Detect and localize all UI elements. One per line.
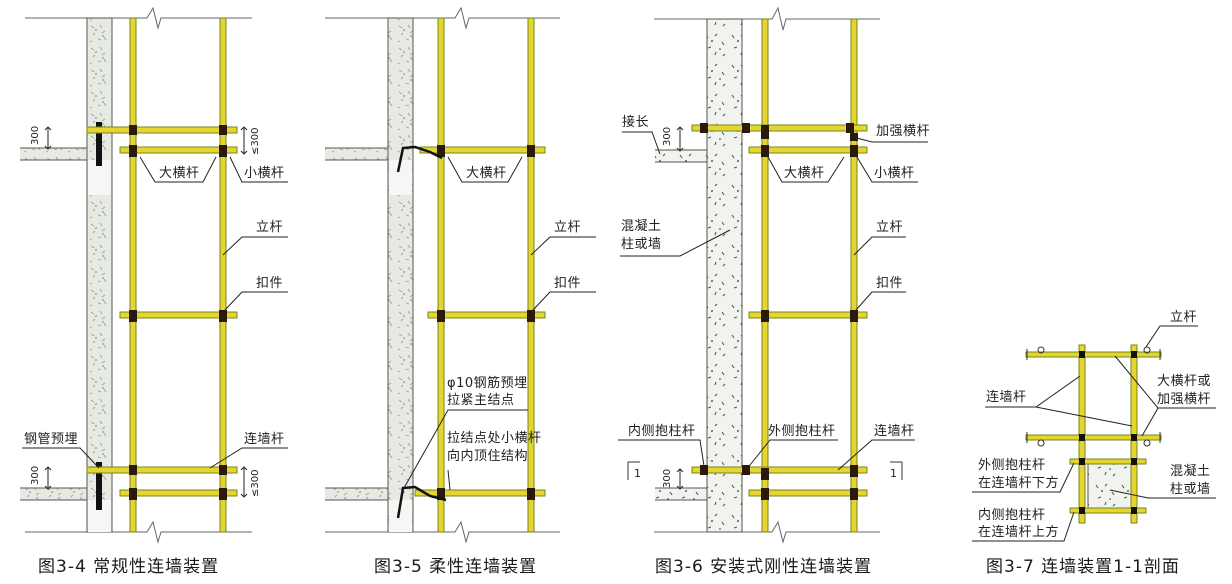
label-rebar-tighten: 拉紧主结点 <box>447 393 515 408</box>
label-inner-clamp: 内侧抱柱杆 <box>978 508 1046 523</box>
label-column-or-wall: 柱或墙 <box>1170 482 1211 497</box>
label-small-crossbar: 小横杆 <box>244 166 285 181</box>
label-coupler: 扣件 <box>554 276 582 291</box>
label-concrete: 混凝土 <box>621 219 662 234</box>
label-upright: 立杆 <box>256 220 284 235</box>
label-rebar-embed: φ10钢筋预埋 <box>447 376 528 391</box>
label-upright: 立杆 <box>1170 310 1198 325</box>
label-outer-clamp: 外侧抱柱杆 <box>978 458 1046 473</box>
label-big-crossbar: 大横杆 <box>466 166 507 181</box>
caption-fig-3-6: 图3-6 安装式刚性连墙装置 <box>655 557 873 577</box>
label-reinforce-crossbar: 加强横杆 <box>1157 392 1212 407</box>
section-mark-right: 1 <box>890 467 898 480</box>
label-inner-clamp: 内侧抱柱杆 <box>628 424 696 439</box>
label-upright: 立杆 <box>554 220 582 235</box>
dimension-le-300: ≤300 <box>250 469 261 497</box>
label-wall-tie: 连墙杆 <box>244 432 285 447</box>
label-coupler: 扣件 <box>256 276 284 291</box>
dimension-300: 300 <box>662 126 673 146</box>
label-small-crossbar: 小横杆 <box>874 166 915 181</box>
caption-fig-3-5: 图3-5 柔性连墙装置 <box>374 557 538 577</box>
figure-3-4 <box>20 6 288 544</box>
label-embedded-pipe: 钢管预埋 <box>24 432 79 447</box>
label-coupler: 扣件 <box>876 276 904 291</box>
label-below-wall-tie: 在连墙杆下方 <box>978 476 1060 491</box>
label-concrete: 混凝土 <box>1170 464 1211 479</box>
dimension-le-300: ≤300 <box>250 127 261 155</box>
label-column-or-wall: 柱或墙 <box>621 237 662 252</box>
figure-3-7 <box>972 325 1216 542</box>
label-reinforce-crossbar: 加强横杆 <box>876 124 931 139</box>
label-tie-small-crossbar: 拉结点处小横杆 <box>447 431 542 446</box>
figure-3-6 <box>618 6 928 544</box>
label-big-crossbar: 大横杆 <box>159 166 200 181</box>
caption-fig-3-7: 图3-7 连墙装置1-1剖面 <box>986 557 1180 577</box>
label-outer-clamp: 外侧抱柱杆 <box>768 424 836 439</box>
label-above-wall-tie: 在连墙杆上方 <box>978 525 1060 540</box>
label-big-crossbar: 大横杆 <box>784 166 825 181</box>
label-crossbar-or: 大横杆或 <box>1157 374 1212 389</box>
dimension-300: 300 <box>30 465 41 485</box>
section-mark-left: 1 <box>634 467 642 480</box>
dimension-300: 300 <box>30 125 41 145</box>
figure-3-5 <box>325 6 596 544</box>
label-wall-tie: 连墙杆 <box>986 390 1027 405</box>
label-upright: 立杆 <box>876 220 904 235</box>
label-wall-tie: 连墙杆 <box>874 424 915 439</box>
caption-fig-3-4: 图3-4 常规性连墙装置 <box>38 557 220 577</box>
label-tie-push-structure: 向内顶住结构 <box>447 449 529 464</box>
dimension-300: 300 <box>662 468 673 488</box>
label-extend: 接长 <box>622 115 650 130</box>
